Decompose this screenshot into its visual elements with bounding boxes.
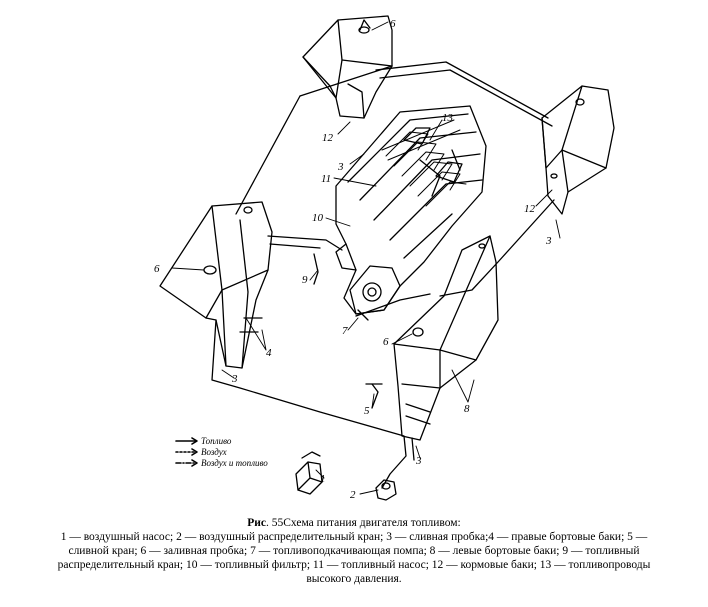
right-side-tanks	[159, 201, 273, 369]
legend-arrows	[175, 437, 198, 467]
legend-air: Воздух	[201, 447, 227, 457]
fuel-system-diagram: 6 12 3 13 11 10 6 9 4 7 3 6 5 8 3 12 3 1…	[154, 15, 615, 501]
legend-fuel: Топливо	[201, 436, 232, 446]
caption-number: . 55	[266, 517, 284, 529]
label-11: 11	[321, 173, 331, 185]
label-8: 8	[464, 403, 470, 415]
fuel-lines	[211, 61, 555, 489]
figure-caption: Рис. 55Схема питания двигателя топливом:…	[44, 516, 664, 586]
air-distribution-valve	[375, 479, 397, 501]
high-pressure-lines	[381, 119, 467, 207]
label-2: 2	[350, 489, 356, 501]
stern-tank-right	[541, 85, 615, 215]
legend-air-fuel: Воздух и топливо	[201, 458, 268, 468]
label-6-top: 6	[390, 18, 396, 30]
label-12-top: 12	[322, 132, 334, 144]
label-6-right: 6	[383, 336, 389, 348]
caption-prefix: Рис	[247, 517, 266, 529]
label-3-right: 3	[545, 235, 552, 247]
stern-tank-left	[302, 15, 393, 119]
label-13: 13	[442, 112, 454, 124]
label-12-right: 12	[524, 203, 536, 215]
caption-title: Рис. 55Схема питания двигателя топливом:	[44, 516, 664, 530]
caption-legend: 1 — воздушный насос; 2 — воздушный распр…	[57, 531, 651, 585]
engine	[335, 105, 487, 315]
label-7: 7	[342, 325, 348, 337]
label-3-left: 3	[231, 373, 238, 385]
label-5: 5	[364, 405, 370, 417]
label-3-top: 3	[337, 161, 344, 173]
label-4: 4	[266, 347, 272, 359]
air-pump	[295, 451, 323, 495]
label-1: 1	[320, 473, 326, 485]
label-6-left: 6	[154, 263, 160, 275]
left-side-tanks	[393, 235, 499, 441]
label-10: 10	[312, 212, 324, 224]
caption-heading: Схема питания двигателя топливом:	[283, 517, 461, 529]
leader-lines	[171, 21, 561, 495]
legend: Топливо Воздух Воздух и топливо	[201, 436, 268, 468]
callouts: 6 12 3 13 11 10 6 9 4 7 3 6 5 8 3 12 3 1…	[154, 18, 552, 501]
label-9: 9	[302, 274, 308, 286]
label-3-bottom: 3	[415, 455, 422, 467]
